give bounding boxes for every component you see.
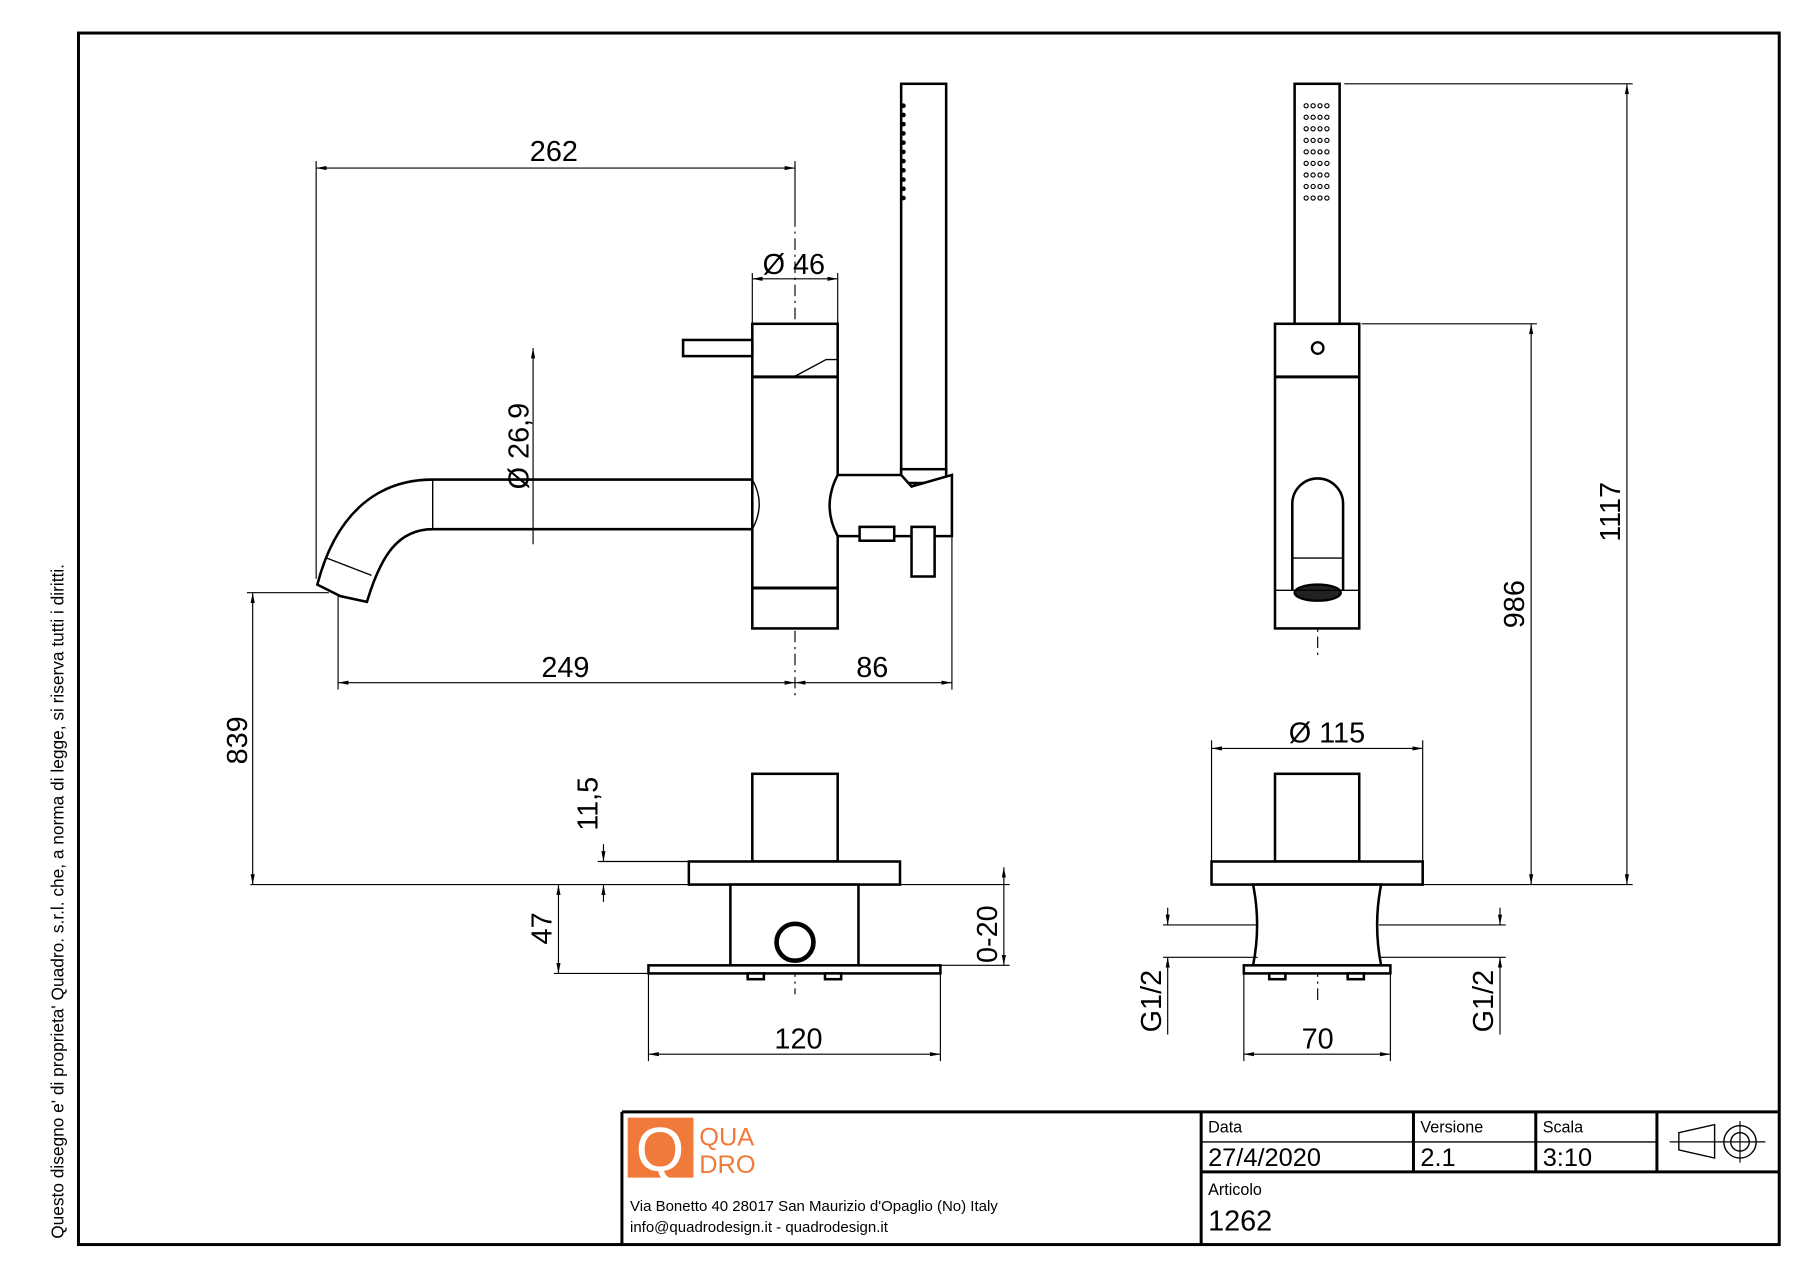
dim-986: 986 — [1499, 580, 1531, 628]
dim-0-20: 0-20 — [972, 905, 1004, 963]
svg-text:QUA: QUA — [699, 1123, 754, 1151]
dim-839: 839 — [222, 716, 254, 764]
title-block: Q QUA DRO Via Bonetto 40 28017 San Mauri… — [620, 1110, 1780, 1245]
shower-nozzles-icon — [901, 103, 906, 201]
quadro-logo: Q QUA DRO — [627, 1116, 756, 1185]
dim-diameter-46: Ø 46 — [763, 249, 826, 281]
front-view: 1117 986 — [1273, 82, 1633, 885]
scala-value: 3:10 — [1543, 1144, 1592, 1172]
data-label: Data — [1208, 1119, 1242, 1137]
copyright-notice: Questo disegno e' di proprieta' Quadro. … — [47, 564, 67, 1239]
articolo-label: Articolo — [1208, 1181, 1262, 1199]
svg-text:DRO: DRO — [699, 1151, 755, 1179]
versione-label: Versione — [1420, 1119, 1483, 1137]
company-contact: info@quadrodesign.it - quadrodesign.it — [630, 1219, 889, 1236]
dim-diameter-26-9: Ø 26,9 — [503, 403, 535, 490]
dim-249: 249 — [541, 652, 589, 684]
scala-label: Scala — [1543, 1119, 1583, 1137]
dim-g12-left: G1/2 — [1136, 970, 1168, 1032]
dim-11-5: 11,5 — [573, 777, 605, 831]
versione-value: 2.1 — [1420, 1144, 1455, 1172]
projection-symbol-icon — [1669, 1121, 1766, 1163]
dim-g12-right: G1/2 — [1468, 970, 1500, 1032]
shower-nozzles-grid-icon — [1303, 103, 1330, 201]
base-front-view: Ø 115 G1/2 G1/2 70 — [1136, 718, 1633, 1062]
dim-120: 120 — [774, 1023, 822, 1055]
svg-text:Q: Q — [636, 1116, 684, 1185]
side-view: 262 Ø 46 Ø 26,9 249 86 839 — [222, 82, 954, 885]
dim-70: 70 — [1302, 1023, 1334, 1055]
drawing-frame — [76, 31, 1781, 1247]
dim-47: 47 — [527, 912, 559, 944]
dim-diameter-115: Ø 115 — [1289, 718, 1365, 750]
company-address: Via Bonetto 40 28017 San Maurizio d'Opag… — [630, 1198, 998, 1215]
dim-86: 86 — [856, 652, 888, 684]
articolo-value: 1262 — [1208, 1206, 1272, 1238]
data-value: 27/4/2020 — [1208, 1144, 1321, 1172]
dim-262: 262 — [530, 136, 578, 168]
dim-1117: 1117 — [1595, 482, 1627, 542]
base-side-view: 11,5 47 0-20 120 — [250, 772, 1010, 1062]
